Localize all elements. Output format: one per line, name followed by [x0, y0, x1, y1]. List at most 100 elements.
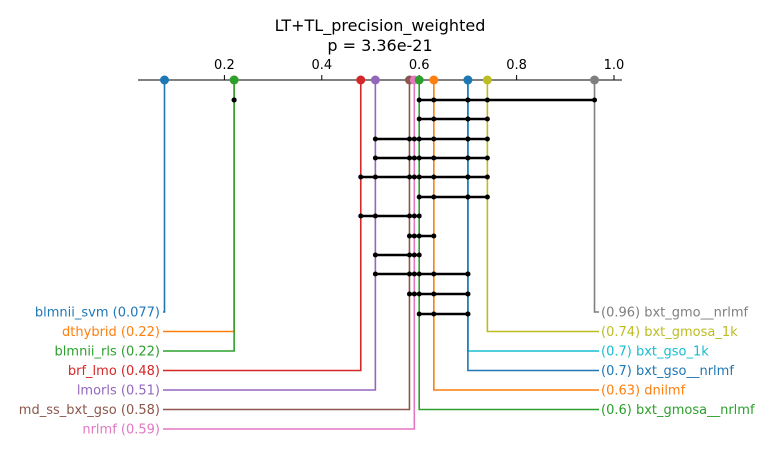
- clique-dot: [465, 291, 471, 297]
- method-stem: [163, 80, 377, 391]
- rank-marker: [463, 75, 473, 85]
- method-label: blmnii_rls (0.22): [55, 345, 160, 360]
- method-label: blmnii_svm (0.077): [35, 306, 160, 321]
- clique-dot: [484, 174, 490, 180]
- method-stem: [163, 80, 235, 333]
- clique-dot: [592, 97, 598, 103]
- method-label: (0.74) bxt_gmosa_1k: [601, 325, 738, 340]
- clique-dot: [406, 155, 412, 161]
- clique-dot: [431, 136, 437, 142]
- method-stem: [486, 80, 599, 333]
- tick-label: 0.4: [311, 58, 332, 73]
- method-stem: [163, 80, 416, 430]
- method-labels: blmnii_svm (0.077)dthybrid (0.22)blmnii_…: [19, 306, 755, 438]
- clique-dot: [411, 271, 417, 277]
- clique-dot: [484, 116, 490, 122]
- clique-dot: [411, 252, 417, 258]
- method-stems: [159, 75, 600, 430]
- method-stem: [163, 80, 362, 372]
- clique-dot: [431, 291, 437, 297]
- method-stem: [163, 80, 166, 313]
- clique-dot: [416, 116, 422, 122]
- clique-dot: [416, 252, 422, 258]
- clique-dot: [411, 213, 417, 219]
- clique-dot: [372, 155, 378, 161]
- clique-dot: [465, 136, 471, 142]
- chart-title: LT+TL_precision_weighted: [275, 16, 486, 36]
- method-label: (0.6) bxt_gmosa__nrlmf: [601, 403, 755, 418]
- clique-dot: [372, 174, 378, 180]
- clique-dot: [416, 155, 422, 161]
- clique-dot: [406, 252, 412, 258]
- clique-dot: [416, 174, 422, 180]
- clique-dot: [484, 155, 490, 161]
- clique-dot: [431, 174, 437, 180]
- clique-dot: [406, 213, 412, 219]
- method-stem: [593, 80, 599, 313]
- clique-dot: [465, 116, 471, 122]
- tick-label: 0.8: [506, 58, 527, 73]
- clique-dot: [465, 271, 471, 277]
- rank-marker: [414, 75, 424, 85]
- method-label: (0.63) dnilmf: [601, 384, 686, 399]
- tick-label: 1.0: [604, 58, 625, 73]
- clique-dot: [416, 97, 422, 103]
- method-stem: [418, 80, 599, 411]
- rank-marker: [159, 75, 169, 85]
- clique-dot: [465, 194, 471, 200]
- clique-dot: [416, 194, 422, 200]
- clique-dot: [431, 116, 437, 122]
- clique-dot: [358, 174, 364, 180]
- clique-dot: [358, 213, 364, 219]
- clique-dot: [406, 136, 412, 142]
- clique-dot: [406, 291, 412, 297]
- clique-dot: [431, 97, 437, 103]
- clique-bars: [231, 97, 598, 317]
- clique-dot: [406, 233, 412, 239]
- clique-dot: [411, 136, 417, 142]
- method-stem: [433, 80, 599, 391]
- method-label: (0.7) bxt_gso__nrlmf: [601, 364, 734, 379]
- clique-dot: [406, 174, 412, 180]
- rank-axis: 0.2 0.4 0.6 0.8 1.0: [138, 58, 625, 81]
- rank-marker: [590, 75, 600, 85]
- rank-marker: [482, 75, 492, 85]
- clique-dot: [411, 174, 417, 180]
- clique-dot: [411, 291, 417, 297]
- tick-label: 0.2: [214, 58, 235, 73]
- clique-dot: [416, 213, 422, 219]
- clique-dot: [416, 311, 422, 317]
- method-label: lmorls (0.51): [77, 384, 160, 399]
- method-stem: [163, 80, 411, 411]
- method-stem: [163, 80, 235, 352]
- clique-dot: [465, 311, 471, 317]
- clique-dot: [372, 252, 378, 258]
- clique-dot: [465, 174, 471, 180]
- clique-dot: [416, 136, 422, 142]
- clique-dot: [465, 155, 471, 161]
- clique-dot: [372, 136, 378, 142]
- clique-dot: [231, 97, 237, 103]
- clique-dot: [431, 271, 437, 277]
- clique-dot: [484, 97, 490, 103]
- clique-dot: [431, 194, 437, 200]
- method-label: (0.7) bxt_gso_1k: [601, 345, 709, 360]
- method-label: brf_lmo (0.48): [68, 364, 160, 379]
- method-label: md_ss_bxt_gso (0.58): [19, 403, 160, 418]
- clique-dot: [416, 291, 422, 297]
- chart-subtitle: p = 3.36e-21: [327, 36, 432, 55]
- tick-label: 0.6: [409, 58, 430, 73]
- clique-dot: [372, 271, 378, 277]
- clique-dot: [431, 233, 437, 239]
- method-label: nrlmf (0.59): [82, 423, 160, 438]
- clique-dot: [416, 271, 422, 277]
- rank-marker: [429, 75, 439, 85]
- method-label: (0.96) bxt_gmo__nrlmf: [601, 306, 748, 321]
- clique-dot: [411, 233, 417, 239]
- clique-dot: [431, 311, 437, 317]
- rank-marker: [370, 75, 380, 85]
- clique-dot: [484, 136, 490, 142]
- rank-marker: [229, 75, 239, 85]
- clique-dot: [406, 271, 412, 277]
